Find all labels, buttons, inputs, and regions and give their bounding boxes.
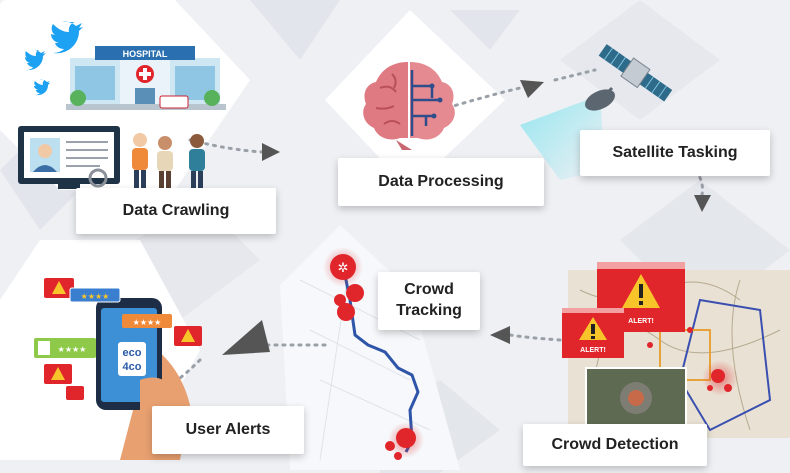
people-illustration [132,133,205,188]
step-crowd-tracking-text: Crowd Tracking [396,281,462,319]
hospital-illustration: HOSPITAL [66,46,226,110]
alert-popup-small: ALERT! [562,308,624,358]
arrow-left-icon [490,326,510,344]
crowd-hotspot-icon [711,369,725,383]
rating-stars-icon: ★★★★ [81,292,110,301]
magnifier-icon [88,168,108,188]
step-user-alerts: User Alerts [152,406,304,454]
step-satellite-tasking: Satellite Tasking [580,130,770,176]
crowd-hotspot-icon [330,254,356,280]
twitter-bird-icon [51,21,83,54]
rating-stars-icon: ★★★★ [58,345,87,354]
alert-label: ALERT! [628,318,654,325]
arrow-left-large-icon [222,320,270,355]
crowd-tracking-route: ✲ [299,247,431,461]
warning-icon [52,281,66,294]
arrow-right-icon [262,143,280,161]
step-crowd-tracking: Crowd Tracking [378,272,480,330]
tracking-map-panel [280,225,460,470]
twitter-bird-icon [34,79,50,96]
app-logo-line1: eco [123,347,142,359]
warning-icon [181,329,195,342]
step-data-processing: Data Processing [338,158,544,206]
person-avatar-icon [38,341,50,355]
step-crowd-detection: Crowd Detection [523,424,707,466]
notification-chips: ★★★★ ★★★★ ★★★★ [34,278,202,400]
hospital-sign: HOSPITAL [123,49,168,59]
crowd-hotspot-icon [346,284,364,302]
warning-icon [51,367,65,380]
alert-label: ALERT! [580,347,606,354]
app-logo-line2: 4co [123,361,142,373]
flow-arrows [222,80,711,355]
twitter-icons [25,21,83,96]
brain-icon [363,62,455,150]
person-avatar-icon [38,144,52,158]
rating-stars-icon: ★★★★ [133,318,162,327]
step-data-crawling: Data Crawling [76,188,276,234]
crowd-hotspot-icon [396,428,416,448]
virus-glyph-icon: ✲ [338,260,349,275]
twitter-bird-icon [25,49,46,71]
monitor-profile-illustration [18,126,120,189]
arrow-down-icon [694,195,711,212]
ambulance-icon [159,95,189,109]
arrow-up-right-icon [520,80,544,98]
crowd-hotspot-icon [337,303,355,321]
